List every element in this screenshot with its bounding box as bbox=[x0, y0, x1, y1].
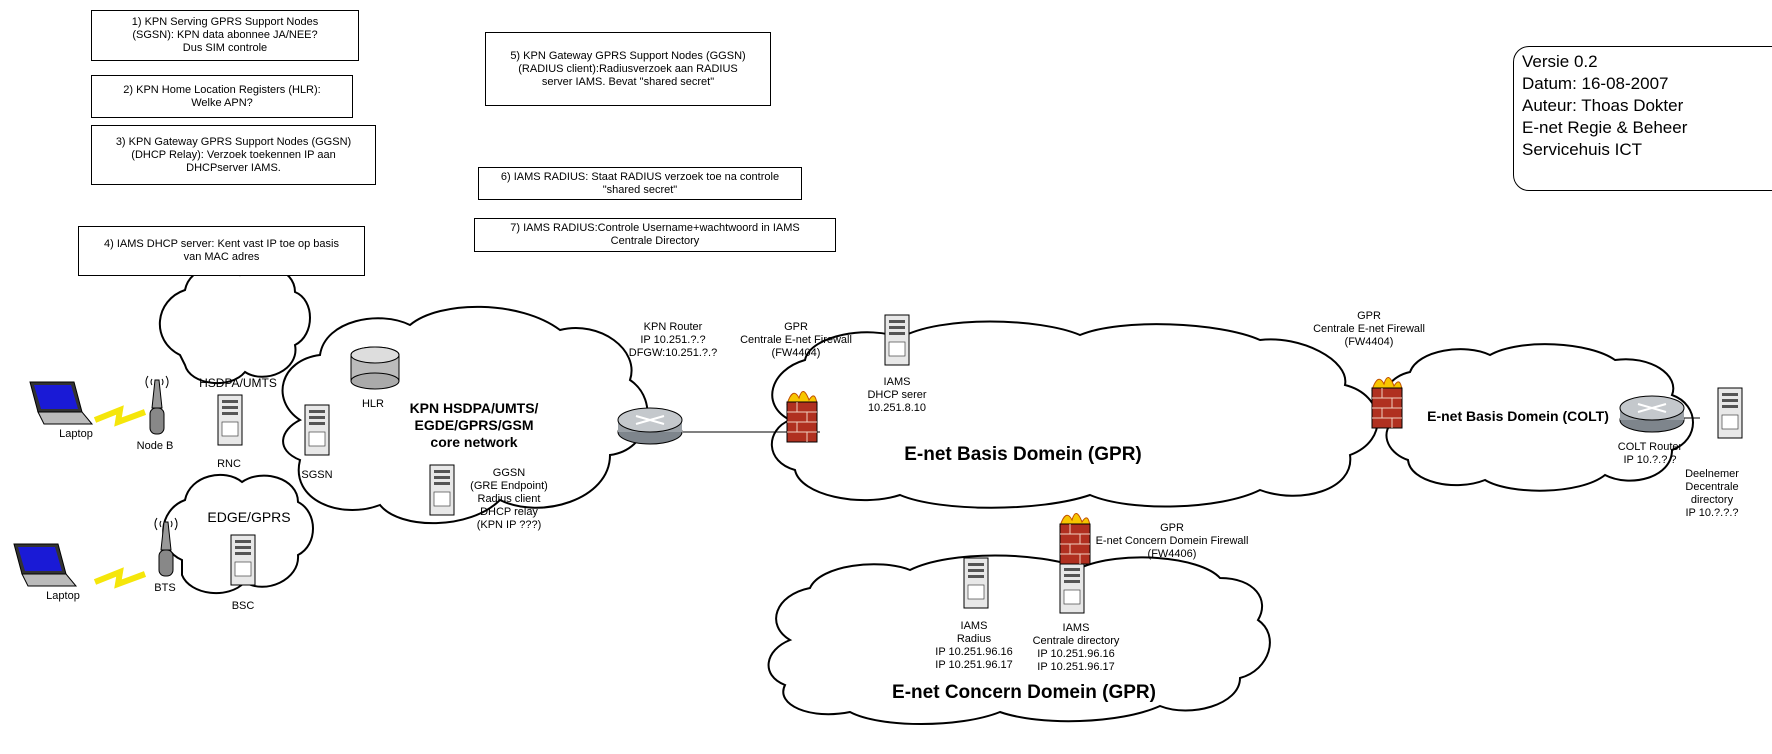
router-icon bbox=[1619, 395, 1685, 433]
laptop-label: Laptop bbox=[46, 590, 80, 602]
basis-cloud bbox=[770, 320, 1379, 509]
firewall-label: GPR E-net Concern Domein Firewall (FW440… bbox=[1095, 522, 1249, 560]
node-b-label: Node B bbox=[136, 440, 174, 452]
kpn-router-label: KPN Router IP 10.251.?.? DFGW:10.251.?.? bbox=[628, 321, 718, 359]
concern-cloud bbox=[767, 554, 1271, 725]
dhcp-server-label: IAMS DHCP serer 10.251.8.10 bbox=[867, 376, 927, 414]
hsdpa-cloud bbox=[158, 265, 311, 385]
note-iams-radius: 6) IAMS RADIUS: Staat RADIUS verzoek toe… bbox=[478, 167, 802, 200]
version-box: Versie 0.2 Datum: 16-08-2007 Auteur: Tho… bbox=[1513, 46, 1772, 191]
server-icon bbox=[230, 534, 256, 586]
server-icon bbox=[304, 404, 330, 456]
centrale-directory-label: IAMS Centrale directory IP 10.251.96.16 … bbox=[1032, 622, 1120, 673]
bts-label: BTS bbox=[154, 582, 176, 594]
colt-cloud bbox=[1382, 343, 1694, 492]
server-icon bbox=[429, 464, 455, 516]
hlr-label: HLR bbox=[361, 398, 385, 410]
server-icon bbox=[217, 394, 243, 446]
organisation-line: Servicehuis ICT bbox=[1522, 140, 1642, 159]
ggsn-label: GGSN (GRE Endpoint) Radius client DHCP r… bbox=[470, 467, 548, 531]
lightning-1 bbox=[93, 405, 147, 427]
laptop-icon bbox=[13, 543, 77, 587]
database-icon bbox=[350, 346, 400, 390]
author-line: Auteur: Thoas Dokter bbox=[1522, 96, 1684, 115]
colt-domain-title: E-net Basis Domein (COLT) bbox=[1427, 408, 1609, 424]
note-iams-dhcp: 4) IAMS DHCP server: Kent vast IP toe op… bbox=[78, 226, 365, 276]
version-line: Versie 0.2 bbox=[1522, 52, 1598, 71]
basis-domain-title: E-net Basis Domein (GPR) bbox=[904, 444, 1142, 465]
firewall-icon bbox=[786, 390, 818, 443]
note-iams-directory: 7) IAMS RADIUS:Controle Username+wachtwo… bbox=[474, 218, 836, 252]
server-icon bbox=[1059, 562, 1085, 614]
note-ggsn-dhcp: 3) KPN Gateway GPRS Support Nodes (GGSN)… bbox=[91, 125, 376, 185]
kpn-core-label: KPN HSDPA/UMTS/ EGDE/GPRS/GSM core netwo… bbox=[409, 400, 539, 450]
antenna-icon bbox=[145, 375, 169, 435]
firewall-label: GPR Centrale E-net Firewall (FW4404) bbox=[740, 321, 852, 359]
note-ggsn-radius: 5) KPN Gateway GPRS Support Nodes (GGSN)… bbox=[485, 32, 771, 106]
firewall-label: GPR Centrale E-net Firewall (FW4404) bbox=[1313, 310, 1425, 348]
edge-label: EDGE/GPRS bbox=[207, 509, 291, 525]
laptop-icon bbox=[29, 381, 93, 425]
router-icon bbox=[617, 407, 683, 445]
note-sgsn: 1) KPN Serving GPRS Support Nodes (SGSN)… bbox=[91, 10, 359, 61]
bsc-label: BSC bbox=[231, 600, 255, 612]
sgsn-label: SGSN bbox=[301, 469, 333, 481]
server-icon bbox=[963, 557, 989, 609]
server-icon bbox=[884, 314, 910, 366]
hsdpa-label: HSDPA/UMTS bbox=[199, 376, 277, 390]
deelnemer-label: Deelnemer Decentrale directory IP 10.?.?… bbox=[1685, 468, 1739, 519]
date-line: Datum: 16-08-2007 bbox=[1522, 74, 1669, 93]
radius-label: IAMS Radius IP 10.251.96.16 IP 10.251.96… bbox=[935, 620, 1013, 671]
firewall-icon bbox=[1059, 512, 1091, 565]
firewall-icon bbox=[1371, 376, 1403, 429]
department-line: E-net Regie & Beheer bbox=[1522, 118, 1688, 137]
rnc-label: RNC bbox=[217, 458, 241, 470]
concern-domain-title: E-net Concern Domein (GPR) bbox=[892, 682, 1156, 703]
lightning-2 bbox=[93, 567, 147, 589]
note-hlr: 2) KPN Home Location Registers (HLR): We… bbox=[91, 75, 353, 118]
colt-router-label: COLT Router IP 10.?.?.? bbox=[1617, 441, 1683, 466]
server-icon bbox=[1717, 387, 1743, 439]
laptop-label: Laptop bbox=[59, 428, 93, 440]
